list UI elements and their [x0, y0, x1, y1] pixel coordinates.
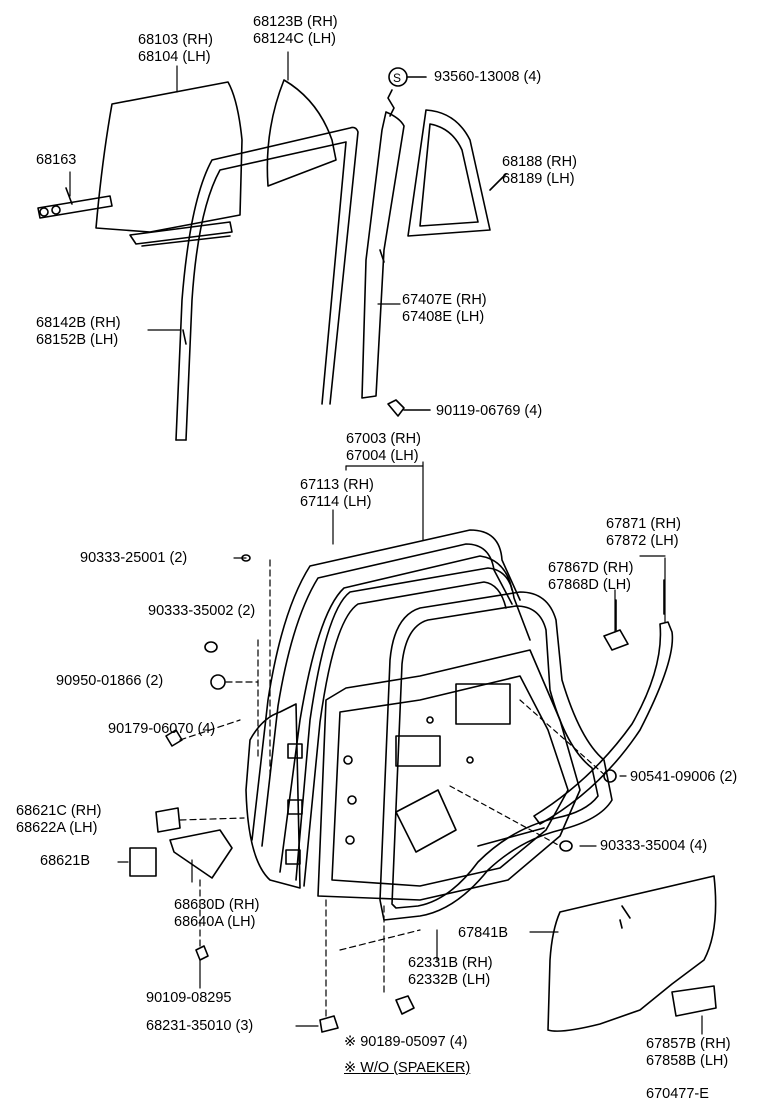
label-line: 68621C (RH): [16, 803, 102, 819]
label-line: 68103 (RH): [138, 32, 213, 48]
label-line: 68188 (RH): [502, 154, 577, 170]
svg-text:S: S: [393, 71, 401, 85]
label-line: 670477-E: [646, 1086, 709, 1102]
door-edge-seal-shape: [533, 579, 674, 825]
label-line: 90333-35004 (4): [600, 838, 708, 854]
label-clip-09006: 90541-09006 (2): [630, 769, 737, 786]
label-seal-67871: 67871 (RH) 67872 (LH): [606, 516, 681, 550]
door-hinge-side-shape: [245, 703, 303, 889]
door-glass-weatherstrip-shape: [295, 567, 531, 887]
label-door-check: 68630D (RH) 68640A (LH): [174, 897, 259, 931]
label-nut-05097: ※ 90189-05097 (4): [344, 1034, 467, 1051]
label-striker-plate: 68231-35010 (3): [146, 1018, 253, 1035]
leader-lines: [69, 51, 703, 1035]
label-line: 90109-08295: [146, 990, 232, 1006]
label-seal-67867: 67867D (RH) 67868D (LH): [548, 560, 633, 594]
nut-05097-code: 90189-05097 (4): [360, 1034, 468, 1050]
label-line: ※ W/O (SPAEKER): [344, 1060, 471, 1076]
label-hinge-shim: 68621B: [40, 853, 90, 870]
division-bar-shape: [361, 89, 405, 399]
label-door-panel: 62331B (RH) 62332B (LH): [408, 955, 493, 989]
label-line: 90333-35002 (2): [148, 603, 256, 619]
label-division-bar: 67407E (RH) 67408E (LH): [402, 292, 487, 326]
division-bolt-shape: [387, 399, 431, 417]
label-line: 68189 (LH): [502, 171, 575, 187]
label-line: 68231-35010 (3): [146, 1018, 254, 1034]
label-line: 67867D (RH): [548, 560, 634, 576]
label-line: 67872 (LH): [606, 533, 679, 549]
label-line: 68621B: [40, 853, 90, 869]
door-seal-shape: [379, 591, 613, 921]
label-rear-door-glass: 68103 (RH) 68104 (LH): [138, 32, 213, 66]
label-line: ※ 90189-05097 (4): [344, 1034, 468, 1050]
label-service-hole-cover: 67841B: [458, 925, 508, 942]
label-line: 90333-25001 (2): [80, 550, 188, 566]
label-glass-screw: 93560-13008 (4): [434, 69, 541, 86]
label-line: 67407E (RH): [402, 292, 487, 308]
label-line: 67871 (RH): [606, 516, 681, 532]
label-nut-01866: 90950-01866 (2): [56, 673, 163, 690]
label-line: 68104 (LH): [138, 49, 211, 65]
label-line: 68163: [36, 152, 77, 168]
label-speaker-cover: 67857B (RH) 67858B (LH): [646, 1036, 731, 1070]
label-line: 90179-06070 (4): [108, 721, 216, 737]
label-line: 67857B (RH): [646, 1036, 731, 1052]
label-line: 90119-06769 (4): [436, 403, 543, 419]
rear-door-glass-shape: [95, 81, 243, 247]
label-quarter-glass: 68123B (RH) 68124C (LH): [253, 14, 338, 48]
label-line: 90950-01866 (2): [56, 673, 164, 689]
label-line: 90541-09006 (2): [630, 769, 738, 785]
label-line: 68142B (RH): [36, 315, 121, 331]
wo-speaker-note: W/O (SPAEKER): [360, 1060, 471, 1076]
label-line: 67004 (LH): [346, 448, 419, 464]
label-line: 67114 (LH): [300, 494, 372, 510]
label-line: 67408E (LH): [402, 309, 485, 325]
door-panel-shape: [317, 649, 581, 901]
fastener-shapes: [129, 554, 617, 1033]
label-line: 62331B (RH): [408, 955, 493, 971]
screw-symbol-shape: S: [388, 67, 427, 87]
quarter-glass-shape: [266, 79, 337, 187]
label-hinge-cover: 68621C (RH) 68622A (LH): [16, 803, 101, 837]
glass-channel-bracket-shape: [37, 187, 113, 219]
label-line: 68124C (LH): [253, 31, 337, 47]
label-line: 68152B (LH): [36, 332, 119, 348]
label-plug-35002: 90333-35002 (2): [148, 603, 255, 620]
quarter-frame-weatherstrip-shape: [407, 109, 507, 237]
run-channel-shape: [175, 126, 359, 441]
label-line: 68630D (RH): [174, 897, 260, 913]
label-diagram-code: 670477-E: [646, 1086, 709, 1103]
label-line: 93560-13008 (4): [434, 69, 542, 85]
label-line: 67841B: [458, 925, 508, 941]
label-quarter-frame-weatherstrip: 68188 (RH) 68189 (LH): [502, 154, 577, 188]
seal-clip-shape: [603, 599, 629, 651]
label-line: 67858B (LH): [646, 1053, 729, 1069]
label-wo-speaker: ※ W/O (SPAEKER): [344, 1060, 470, 1077]
label-plug-35004: 90333-35004 (4): [600, 838, 707, 855]
door-weatherstrip-shape: [251, 529, 521, 873]
label-line: 68622A (LH): [16, 820, 98, 836]
label-line: 67003 (RH): [346, 431, 421, 447]
label-line: 68123B (RH): [253, 14, 338, 30]
label-bolt-06070: 90179-06070 (4): [108, 721, 215, 738]
label-plug-25001: 90333-25001 (2): [80, 550, 187, 567]
label-line: 68640A (LH): [174, 914, 256, 930]
label-division-bolt: 90119-06769 (4): [436, 403, 542, 420]
speaker-cover-shape: [671, 985, 717, 1017]
label-glass-weatherstrip: 67113 (RH) 67114 (LH): [300, 477, 374, 511]
label-door-weatherstrip: 67003 (RH) 67004 (LH): [346, 431, 421, 465]
label-line: 62332B (LH): [408, 972, 491, 988]
service-hole-cover-shape: [547, 875, 717, 1032]
label-glass-channel-bracket: 68163: [36, 152, 76, 169]
label-line: 67113 (RH): [300, 477, 374, 493]
label-bolt-08295: 90109-08295: [146, 990, 231, 1007]
label-run-channel: 68142B (RH) 68152B (LH): [36, 315, 121, 349]
label-line: 67868D (LH): [548, 577, 632, 593]
